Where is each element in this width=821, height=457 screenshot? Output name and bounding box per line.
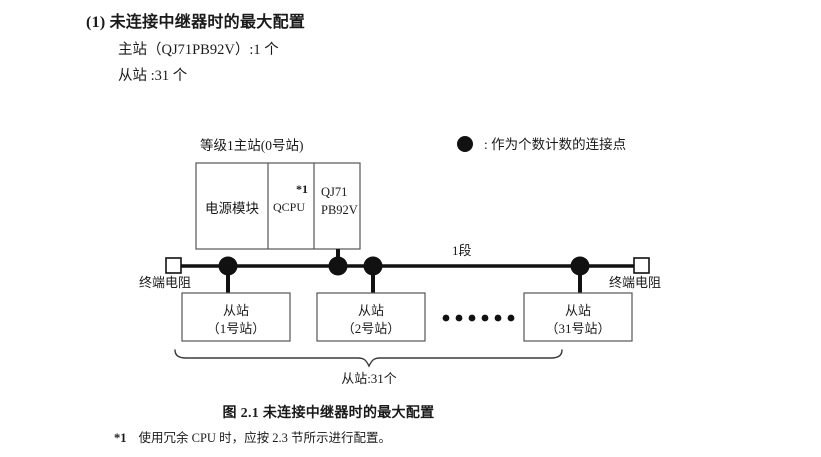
- slave-1-label: 从站 （1号站）: [190, 302, 282, 338]
- connection-dot-slave-2: [363, 256, 383, 276]
- network-module-label: QJ71 PB92V: [316, 183, 365, 219]
- figure-caption: 图 2.1 未连接中继器时的最大配置: [222, 406, 435, 421]
- slave-2-label-line2: （2号站）: [341, 321, 401, 337]
- network-module-label-line1: QJ71: [321, 185, 348, 199]
- ellipsis-dots: [442, 314, 515, 322]
- terminator-right-symbol: [633, 257, 650, 274]
- slave-31-label-line2: （31号站）: [545, 321, 611, 337]
- footnote-text: 使用冗余 CPU 时，应按 2.3 节所示进行配置。: [138, 431, 391, 445]
- slave-group-label: 从站:31个: [341, 371, 397, 386]
- spec-slave-count: 从站 :31 个: [118, 68, 188, 84]
- terminator-left-label: 终端电阻: [139, 275, 192, 290]
- qcpu-label: QCPU: [273, 200, 306, 214]
- spec-master-count: 主站（QJ71PB92V）:1 个: [118, 42, 279, 58]
- slave-group-brace: [174, 349, 563, 368]
- slave-1-label-line1: 从站: [222, 303, 249, 318]
- connection-dot-slave-1: [218, 256, 238, 276]
- slave-2-box: [316, 292, 426, 342]
- connection-dot-master: [328, 256, 348, 276]
- slave-31-label: 从站 （31号站）: [528, 302, 628, 338]
- connection-dot-slave-31: [570, 256, 590, 276]
- slave-1-box: [181, 292, 291, 342]
- section-title: 未连接中继器时的最大配置: [109, 14, 306, 31]
- section-number: (1): [86, 14, 106, 31]
- power-module-label: 电源模块: [205, 201, 259, 216]
- terminator-right-label: 终端电阻: [609, 275, 662, 290]
- legend-filled-circle-icon: [457, 136, 473, 152]
- slave-31-box: [523, 292, 633, 342]
- section-heading: (1)未连接中继器时的最大配置: [86, 8, 305, 32]
- terminator-left-symbol: [165, 257, 182, 274]
- master-unit-box: [195, 162, 361, 250]
- slave-2-label-line1: 从站: [357, 303, 384, 318]
- network-module-label-line2: PB92V: [321, 203, 358, 218]
- master-station-title: 等级1主站(0号站): [200, 138, 304, 153]
- segment-label: 1段: [452, 243, 472, 258]
- footnote-marker: *1: [114, 431, 127, 445]
- slave-31-label-line1: 从站: [564, 303, 591, 318]
- footnote: *1 使用冗余 CPU 时，应按 2.3 节所示进行配置。: [114, 427, 391, 446]
- qcpu-footnote-marker: *1: [296, 182, 308, 196]
- slave-1-label-line2: （1号站）: [206, 321, 266, 337]
- legend-label: : 作为个数计数的连接点: [484, 137, 627, 152]
- slave-2-label: 从站 （2号站）: [325, 302, 417, 338]
